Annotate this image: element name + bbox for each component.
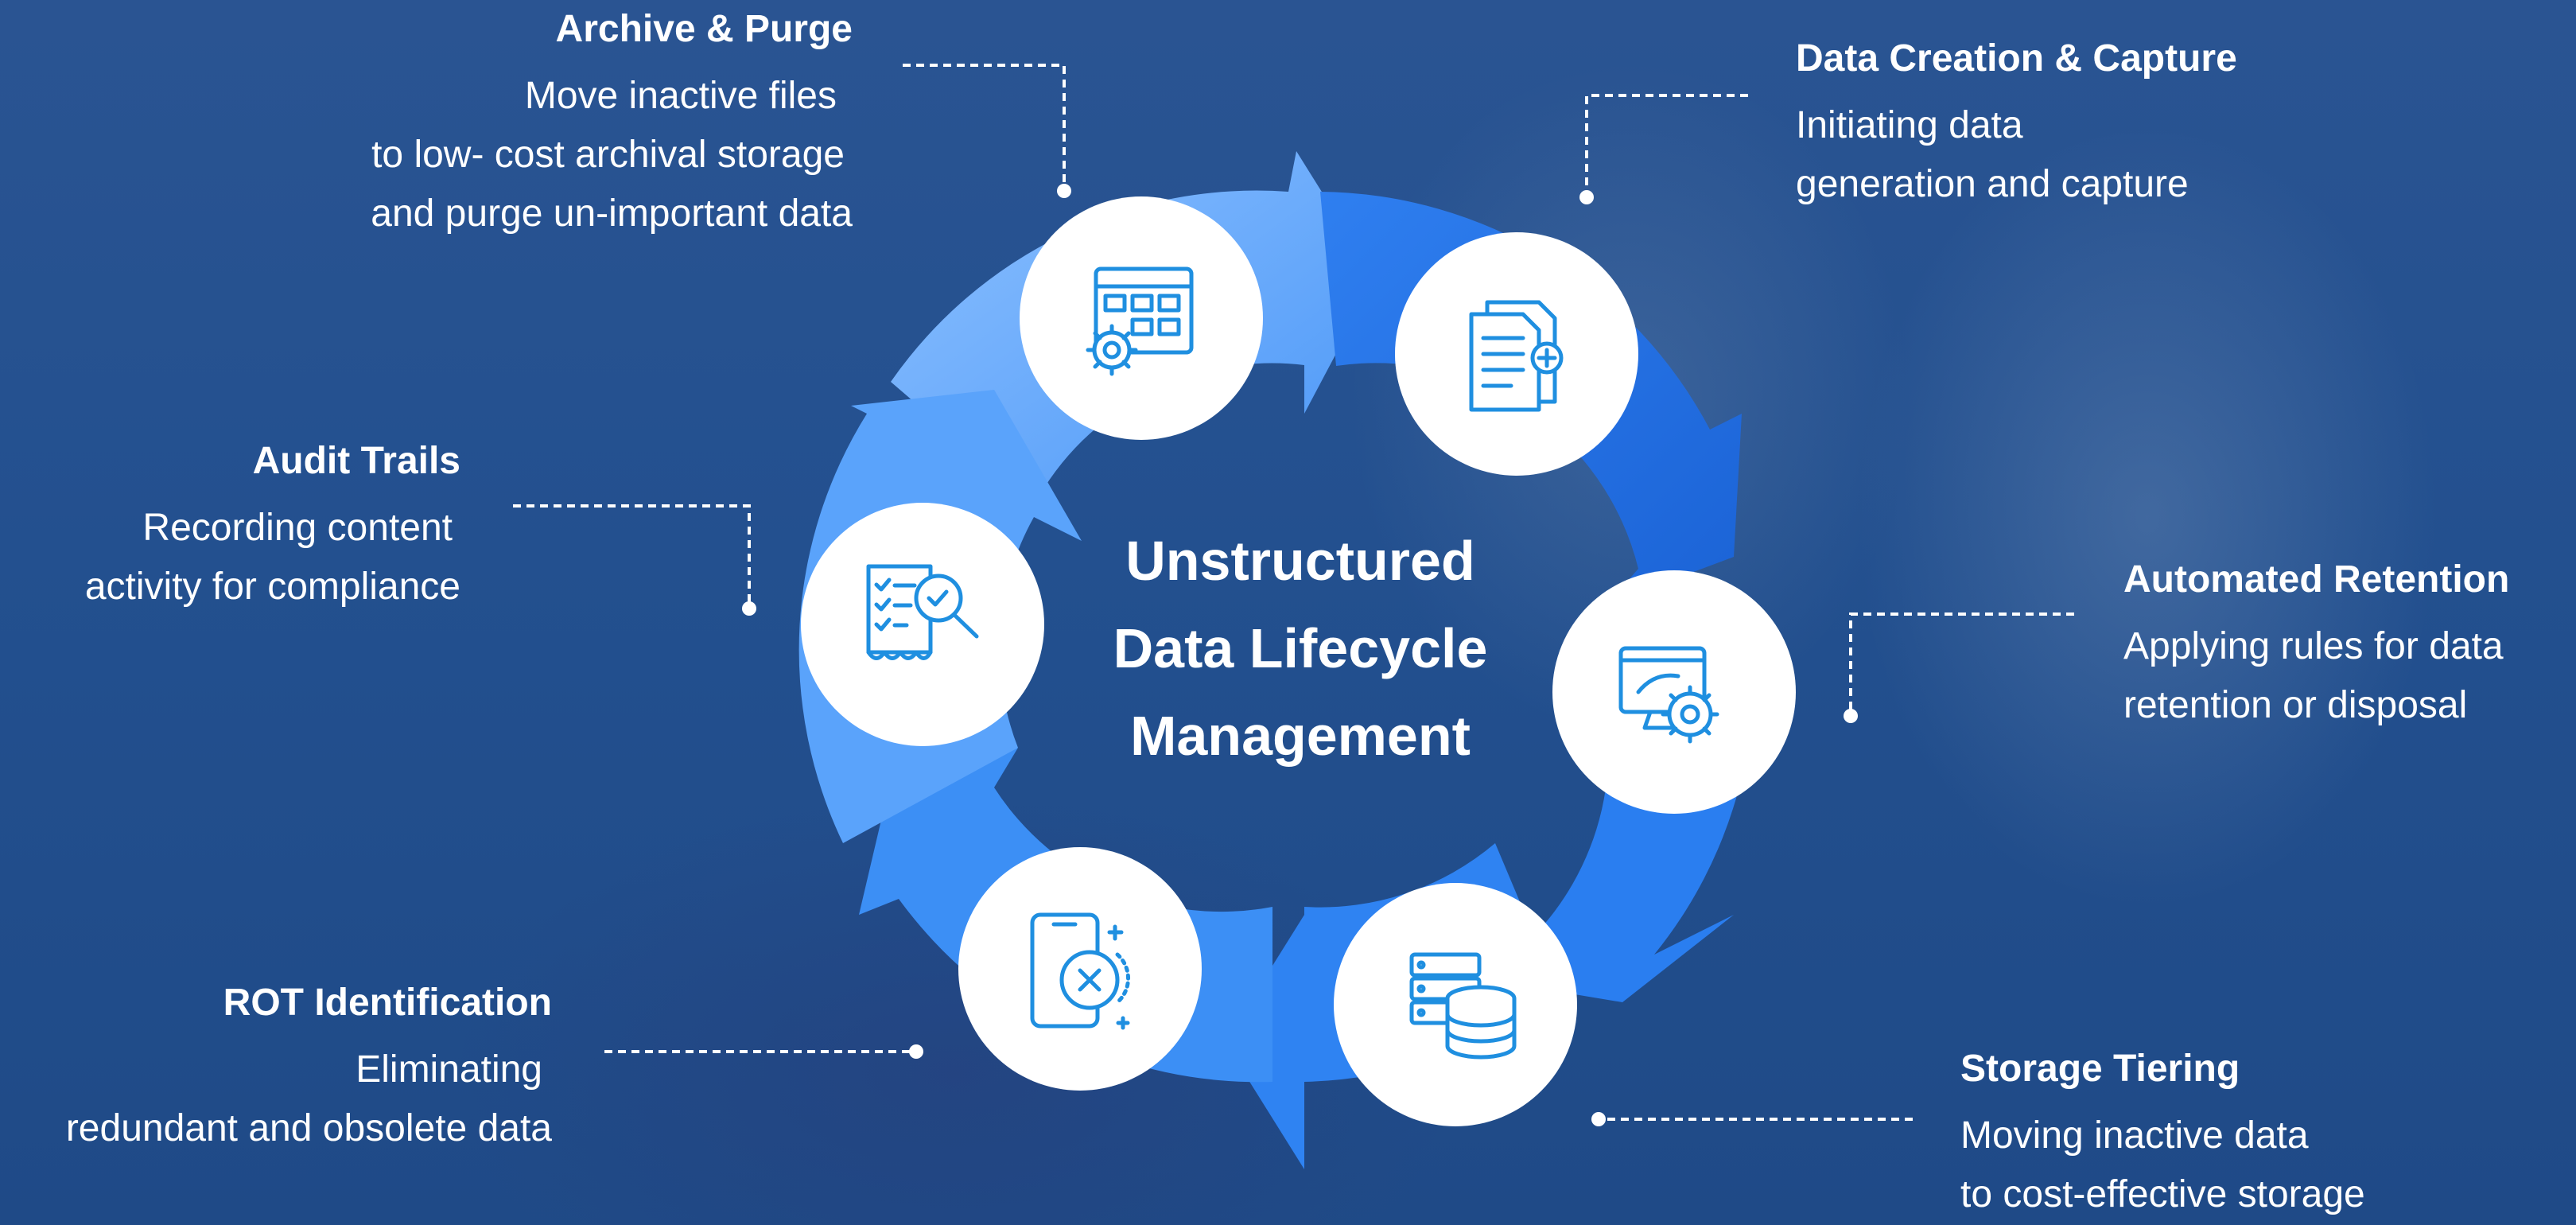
stage-description: Recording content activity for complianc… bbox=[84, 507, 460, 608]
mobile-delete-icon bbox=[1030, 912, 1130, 1030]
connector-audit bbox=[513, 504, 751, 609]
audit-checklist-icon bbox=[866, 564, 979, 660]
stage-archive: Archive & Purge Move inactive files to l… bbox=[371, 6, 853, 243]
center-title-line3: Management bbox=[1130, 705, 1471, 767]
stage-audit: Audit Trails Recording content activity … bbox=[85, 438, 460, 616]
stage-title: Audit Trails bbox=[252, 440, 460, 482]
stage-tiering: Storage Tiering Moving inactive data to … bbox=[1960, 1046, 2365, 1224]
stage-rot: ROT Identification Eliminating redundant… bbox=[66, 980, 552, 1158]
stage-description: Applying rules for data retention or dis… bbox=[2123, 625, 2504, 726]
center-title-line1: Unstructured bbox=[1125, 530, 1475, 592]
connector-dots bbox=[742, 184, 1858, 1126]
center-title-line2: Data Lifecycle bbox=[1113, 617, 1488, 679]
stage-title: Data Creation & Capture bbox=[1796, 37, 2237, 80]
document-add-icon bbox=[1469, 300, 1564, 412]
stage-description: Moving inactive data to cost-effective s… bbox=[1960, 1114, 2365, 1215]
circle-audit bbox=[801, 503, 1044, 746]
connector-archive bbox=[903, 64, 1066, 191]
stage-title: Automated Retention bbox=[2123, 558, 2510, 601]
stage-description: Move inactive files to low- cost archiva… bbox=[371, 75, 853, 235]
stage-title: Archive & Purge bbox=[555, 8, 853, 50]
connector-retention bbox=[1849, 612, 2074, 716]
stage-title: Storage Tiering bbox=[1960, 1048, 2240, 1090]
monitor-gear-icon bbox=[1618, 646, 1719, 744]
stage-retention: Automated Retention Applying rules for d… bbox=[2123, 557, 2509, 735]
archive-settings-icon bbox=[1086, 266, 1194, 376]
circle-retention bbox=[1552, 570, 1796, 814]
stage-creation: Data Creation & Capture Initiating data … bbox=[1796, 36, 2237, 214]
stage-title: ROT Identification bbox=[223, 982, 552, 1024]
connectors bbox=[513, 64, 2074, 1121]
connector-creation bbox=[1585, 94, 1748, 197]
stage-description: Initiating data generation and capture bbox=[1796, 104, 2189, 205]
server-database-icon bbox=[1409, 952, 1517, 1060]
stage-description: Eliminating redundant and obsolete data bbox=[65, 1048, 552, 1149]
center-title: Unstructured Data Lifecycle Management bbox=[1058, 517, 1543, 780]
